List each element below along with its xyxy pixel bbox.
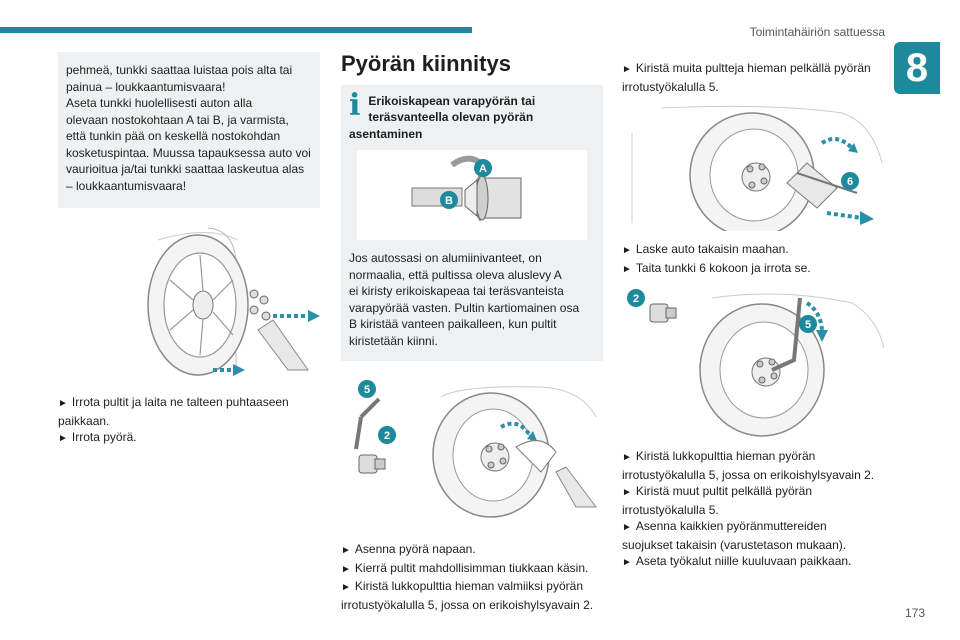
steps-list: ►Kiristä muita pultteja hieman pelkällä … bbox=[622, 60, 884, 95]
bullet-arrow-icon: ► bbox=[341, 563, 351, 575]
section-title: Pyörän kiinnitys bbox=[341, 51, 511, 76]
bullet-arrow-icon: ► bbox=[341, 545, 351, 556]
step-item: ►Irrota pyörä. bbox=[58, 430, 137, 444]
bullet-arrow-icon: ► bbox=[58, 398, 68, 409]
chapter-title: Toimintahäiriön sattuessa bbox=[749, 25, 885, 39]
final-tightening-illustration: 2 5 bbox=[622, 288, 884, 438]
bullet-arrow-icon: ► bbox=[622, 245, 632, 256]
bullet-arrow-icon: ► bbox=[622, 263, 632, 275]
step-item-continued: suojukset takaisin (varustetason mukaan)… bbox=[622, 537, 847, 552]
bullet-arrow-icon: ► bbox=[622, 557, 632, 568]
chapter-number-tab: 8 bbox=[894, 42, 940, 94]
wheel-mounting-illustration: 5 2 bbox=[341, 377, 603, 519]
steps-list: ►Kiristä lukkopulttia hieman pyörän irro… bbox=[622, 448, 884, 572]
warning-line: – loukkaantumisvaara! bbox=[66, 178, 187, 193]
wheel-removal-drawing bbox=[147, 227, 320, 376]
warning-box: pehmeä, tunkki saattaa luistaa pois alta… bbox=[58, 52, 320, 208]
step-item: ►Laske auto takaisin maahan. bbox=[622, 242, 789, 256]
warning-line: Aseta tunkki huolellisesti auton alla bbox=[66, 96, 253, 110]
bolt-illustration: A B bbox=[357, 150, 587, 240]
bullet-arrow-icon: ► bbox=[622, 452, 632, 463]
step-item: ►Kierrä pultit mahdollisimman tiukkaan k… bbox=[341, 560, 589, 575]
page-number: 173 bbox=[904, 606, 925, 620]
bullet-arrow-icon: ► bbox=[58, 433, 68, 444]
warning-line: kosketuspintaa. Muussa tapauksessa auto … bbox=[66, 145, 311, 160]
step-item-continued: irrotustyökalulla 5. bbox=[622, 502, 719, 517]
warning-line: olevaan nostokohtaan A tai B, ja varmist… bbox=[66, 112, 289, 127]
warning-line: painua – loukkaantumisvaara! bbox=[66, 79, 226, 94]
info-line: B kiristää vanteen paikalleen, kun pulti… bbox=[349, 317, 557, 331]
step-item: ►Kiristä lukkopulttia hieman pyörän bbox=[622, 449, 816, 463]
bolt-drawing: A B bbox=[411, 155, 522, 222]
step-item: ►Asenna pyörä napaan. bbox=[341, 542, 476, 556]
steps-list: ►Asenna pyörä napaan. ►Kierrä pultit mah… bbox=[341, 541, 603, 613]
info-line: kiristetään kiinni. bbox=[349, 333, 438, 348]
badge-2: 2 bbox=[384, 430, 390, 442]
label-a: A bbox=[479, 163, 487, 175]
step-item: ►Taita tunkki 6 kokoon ja irrota se. bbox=[622, 260, 811, 275]
warning-line: että tunkin pää on keskellä nostokohdan bbox=[66, 129, 281, 143]
column-1: pehmeä, tunkki saattaa luistaa pois alta… bbox=[58, 52, 320, 448]
column-3: ►Kiristä muita pultteja hieman pelkällä … bbox=[622, 52, 884, 572]
jack-lowering-illustration: 6 bbox=[622, 103, 884, 231]
step-item: ►Aseta työkalut niille kuuluvaan paikkaa… bbox=[622, 554, 852, 568]
info-box: i Erikoiskapean varapyörän tai teräsvant… bbox=[341, 84, 603, 361]
step-item: ►Asenna kaikkien pyöränmuttereiden bbox=[622, 519, 827, 533]
info-header: i Erikoiskapean varapyörän tai teräsvant… bbox=[349, 87, 595, 126]
step-item-continued: irrotustyökalulla 5, jossa on erikoishyl… bbox=[622, 467, 875, 482]
info-line: Jos autossasi on alumiinivanteet, on bbox=[349, 251, 542, 265]
label-b: B bbox=[445, 195, 453, 207]
wheel-mounting-drawing: 5 2 bbox=[354, 380, 597, 518]
info-title: asentaminen bbox=[349, 126, 423, 141]
info-title: Erikoiskapean varapyörän tai bbox=[368, 93, 536, 108]
step-item-continued: paikkaan. bbox=[58, 413, 110, 428]
step-item: ►Kiristä muita pultteja hieman pelkällä … bbox=[622, 61, 871, 75]
info-line: varapyörää vasten. Pultin kartiomainen o… bbox=[349, 300, 580, 315]
info-title: teräsvanteella olevan pyörän bbox=[368, 110, 534, 124]
final-tightening-drawing: 2 5 bbox=[627, 289, 884, 437]
bullet-arrow-icon: ► bbox=[341, 582, 351, 593]
info-line: normaalia, että pultissa oleva aluslevy … bbox=[349, 267, 562, 282]
badge-5: 5 bbox=[805, 319, 811, 331]
header-accent-bar bbox=[0, 27, 472, 33]
bullet-arrow-icon: ► bbox=[622, 64, 632, 75]
badge-6: 6 bbox=[847, 176, 853, 188]
step-item-continued: irrotustyökalulla 5. bbox=[622, 79, 719, 94]
info-icon: i bbox=[349, 87, 361, 123]
badge-2: 2 bbox=[633, 293, 639, 305]
warning-line: pehmeä, tunkki saattaa luistaa pois alta… bbox=[66, 63, 293, 77]
wheel-removal-illustration bbox=[58, 220, 320, 380]
bullet-arrow-icon: ► bbox=[622, 522, 632, 533]
bullet-arrow-icon: ► bbox=[622, 487, 632, 498]
step-item: ►Kiristä lukkopulttia hieman valmiiksi p… bbox=[341, 579, 583, 593]
column-2: Pyörän kiinnitys i Erikoiskapean varapyö… bbox=[341, 52, 603, 613]
jack-lowering-drawing: 6 bbox=[631, 105, 883, 231]
step-item: ►Irrota pultit ja laita ne talteen puhta… bbox=[58, 395, 289, 409]
warning-line: vaurioitua ja/tai tunkki saattaa laskeut… bbox=[66, 162, 305, 176]
step-item: ►Kiristä muut pultit pelkällä pyörän bbox=[622, 484, 812, 498]
steps-list: ►Laske auto takaisin maahan. ►Taita tunk… bbox=[622, 241, 884, 278]
info-line: ei kiristy erikoiskapeaa tai teräsvantei… bbox=[349, 284, 564, 298]
step-item-continued: irrotustyökalulla 5, jossa on erikoishyl… bbox=[341, 597, 594, 612]
steps-list: ►Irrota pultit ja laita ne talteen puhta… bbox=[58, 394, 320, 448]
badge-5: 5 bbox=[364, 384, 370, 396]
